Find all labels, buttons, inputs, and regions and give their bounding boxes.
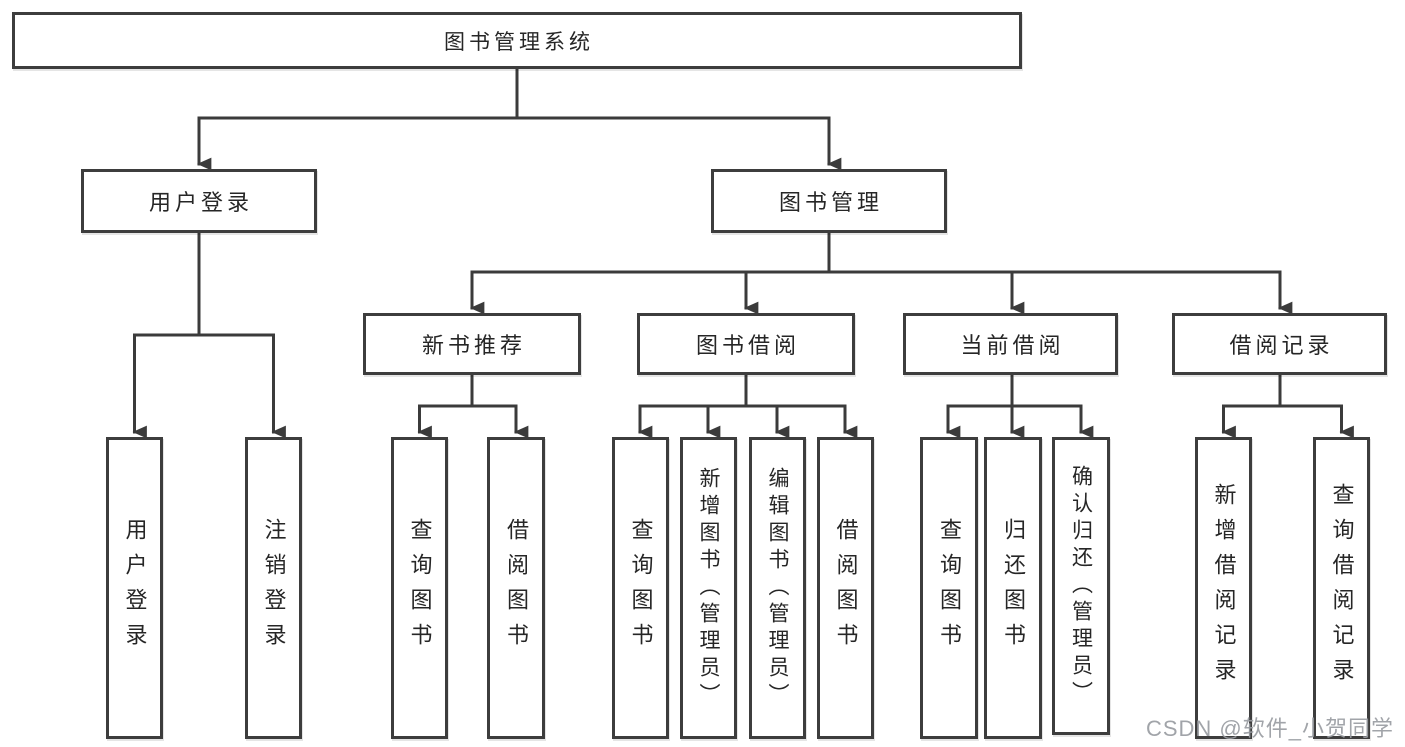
leaf-logout: 注销登录 [245, 437, 302, 739]
leaf-records-query-borrow-record: 查询借阅记录 [1313, 437, 1370, 739]
leaf-borrowing-edit-book-admin: 编辑图书（管理员） [749, 437, 806, 739]
leaf-label: 查询图书 [407, 518, 433, 658]
leaf-borrowing-borrow-book: 借阅图书 [817, 437, 874, 739]
leaf-label: 确认归还（管理员） [1069, 464, 1093, 708]
leaf-user-login: 用户登录 [106, 437, 163, 739]
leaf-current-confirm-return-admin: 确认归还（管理员） [1052, 437, 1110, 735]
node-book-management: 图书管理 [711, 169, 947, 233]
node-library-management-system: 图书管理系统 [12, 12, 1022, 69]
leaf-borrowing-query-book: 查询图书 [612, 437, 669, 739]
leaf-borrowing-add-book-admin: 新增图书（管理员） [680, 437, 737, 739]
node-book-borrowing: 图书借阅 [637, 313, 855, 375]
leaf-label: 注销登录 [261, 518, 287, 658]
leaf-records-add-borrow-record: 新增借阅记录 [1195, 437, 1252, 739]
leaf-recommend-query-book: 查询图书 [391, 437, 448, 739]
leaf-label: 查询借阅记录 [1329, 483, 1355, 693]
leaf-current-return-book: 归还图书 [984, 437, 1042, 739]
leaf-label: 新增图书（管理员） [697, 466, 720, 710]
node-borrowing-records: 借阅记录 [1172, 313, 1387, 375]
leaf-label: 查询图书 [628, 518, 654, 658]
csdn-watermark: CSDN @软件_小贺同学 [1145, 716, 1394, 741]
node-current-borrowing: 当前借阅 [903, 313, 1118, 375]
leaf-label: 借阅图书 [833, 518, 859, 658]
node-new-book-recommendation: 新书推荐 [363, 313, 581, 375]
leaf-current-query-book: 查询图书 [920, 437, 978, 739]
leaf-label: 借阅图书 [504, 518, 529, 658]
leaf-label: 新增借阅记录 [1211, 483, 1237, 693]
leaf-label: 归还图书 [1001, 518, 1026, 658]
leaf-label: 用户登录 [122, 518, 148, 658]
node-user-login: 用户登录 [81, 169, 317, 233]
leaf-label: 查询图书 [937, 518, 962, 658]
leaf-recommend-borrow-book: 借阅图书 [487, 437, 545, 739]
leaf-label: 编辑图书（管理员） [766, 466, 789, 710]
